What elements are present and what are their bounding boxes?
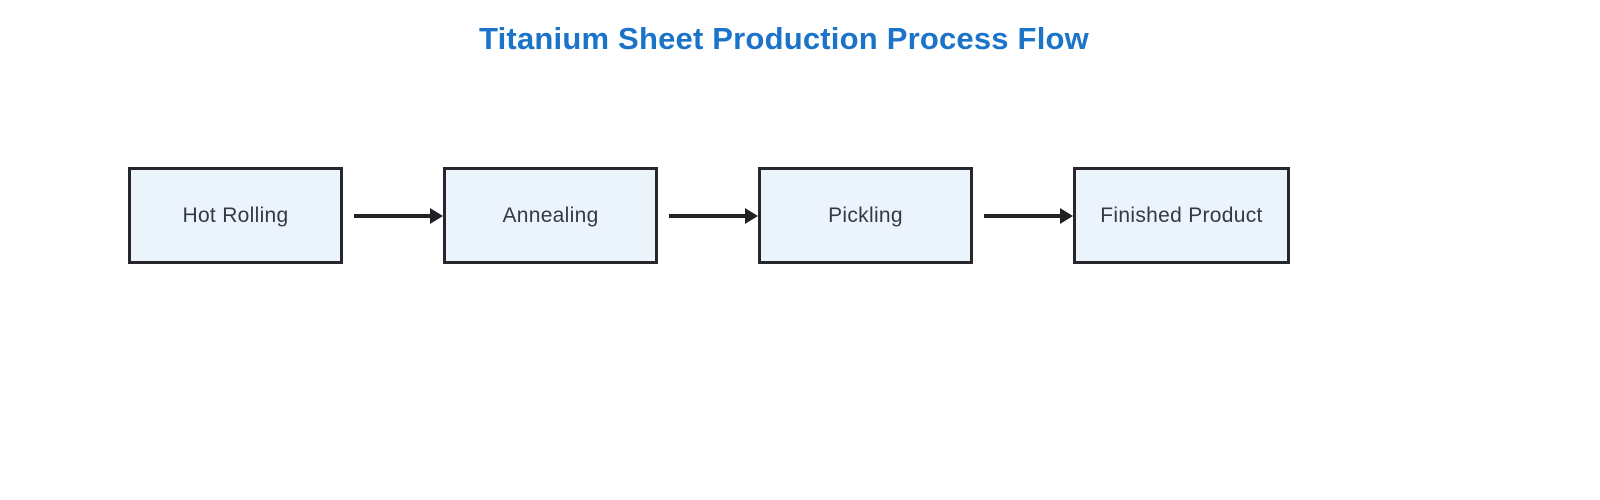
flow-arrow-3 — [973, 167, 1073, 264]
flow-arrow-1 — [343, 167, 443, 264]
flow-node-label: Finished Product — [1100, 203, 1263, 227]
arrow-head-icon — [1060, 207, 1073, 224]
arrow-head-icon — [430, 207, 443, 224]
arrow-head-icon — [745, 207, 758, 224]
flow-node-label: Annealing — [502, 203, 599, 227]
flow-node-annealing[interactable]: Annealing — [443, 167, 658, 264]
arrow-shaft — [984, 213, 1063, 218]
flow-node-pickling[interactable]: Pickling — [758, 167, 973, 264]
process-flow: Hot Rolling Annealing Pickling Finished … — [128, 167, 1290, 264]
flow-node-label: Hot Rolling — [182, 203, 289, 227]
flow-arrow-2 — [658, 167, 758, 264]
flow-node-label: Pickling — [828, 203, 903, 227]
diagram-title: Titanium Sheet Production Process Flow — [479, 21, 1089, 56]
flow-node-hot-rolling[interactable]: Hot Rolling — [128, 167, 343, 264]
flow-node-finished-product[interactable]: Finished Product — [1073, 167, 1290, 264]
arrow-shaft — [354, 213, 433, 218]
arrow-shaft — [669, 213, 748, 218]
